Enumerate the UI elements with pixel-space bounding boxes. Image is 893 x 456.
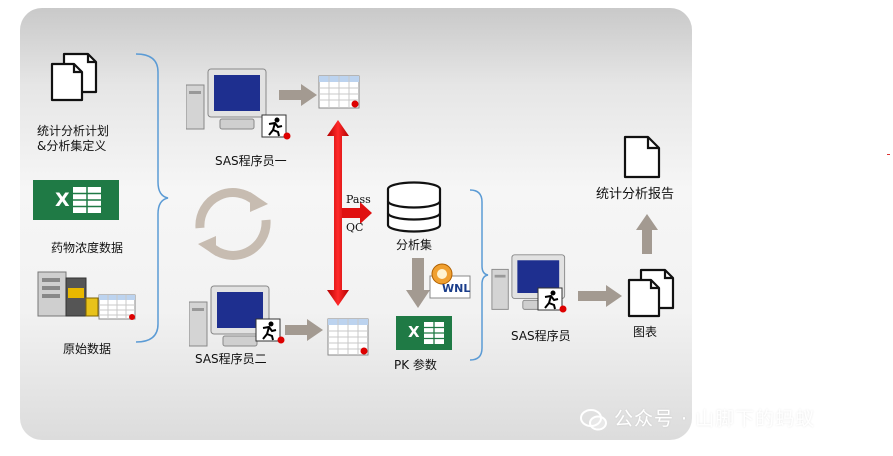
- pk-params-label: PK 参数: [394, 358, 437, 372]
- watermark: 公众号 · 山脚下的蚂蚁: [614, 408, 816, 430]
- spreadsheet-icon: [327, 318, 369, 356]
- right-bracket: [469, 189, 489, 361]
- programmer2-label: SAS程序员二: [195, 352, 267, 366]
- runner-badge-icon: [537, 287, 567, 313]
- arrow-right-charts: [578, 285, 622, 307]
- plan-label-line1: 统计分析计划: [37, 124, 110, 138]
- cycle-icon: [195, 188, 271, 260]
- documents-icon: [50, 52, 98, 102]
- excel-letter: X: [408, 323, 420, 341]
- server-icon: [37, 271, 99, 317]
- runner-badge-icon: [261, 114, 291, 140]
- arrow-right-top: [279, 84, 317, 106]
- database-icon: [386, 181, 442, 233]
- charts-label: 图表: [633, 325, 658, 339]
- arrow-down: [406, 258, 430, 308]
- excel-letter: X: [55, 189, 70, 211]
- sas-programmer-label: SAS程序员: [511, 329, 571, 343]
- raw-data-label: 原始数据: [63, 342, 112, 356]
- spreadsheet-icon: [318, 75, 360, 109]
- computer-icon: [186, 68, 267, 130]
- arrow-right-bottom: [285, 319, 323, 341]
- wechat-icon: [580, 409, 607, 431]
- spreadsheet-icon: [98, 294, 136, 320]
- excel-icon: X: [396, 316, 452, 350]
- analysis-set-label: 分析集: [396, 238, 433, 252]
- runner-badge-icon: [255, 318, 285, 344]
- plan-label-line2: &分析集定义: [37, 139, 107, 153]
- drug-data-label: 药物浓度数据: [51, 241, 124, 255]
- document-icon: [623, 135, 661, 179]
- documents-icon: [627, 268, 675, 318]
- qc-double-arrow: [327, 120, 372, 306]
- up-arrow-icon: [636, 214, 658, 254]
- programmer1-label: SAS程序员一: [215, 154, 287, 168]
- qc-label: QC: [346, 221, 364, 234]
- report-label: 统计分析报告: [596, 187, 675, 202]
- wnl-text: WNL: [442, 282, 471, 295]
- excel-icon: X: [33, 180, 119, 220]
- edge-mark: [887, 154, 890, 155]
- wnl-icon: WNL: [428, 262, 472, 300]
- pass-label: Pass: [346, 193, 371, 206]
- left-bracket: [135, 53, 169, 343]
